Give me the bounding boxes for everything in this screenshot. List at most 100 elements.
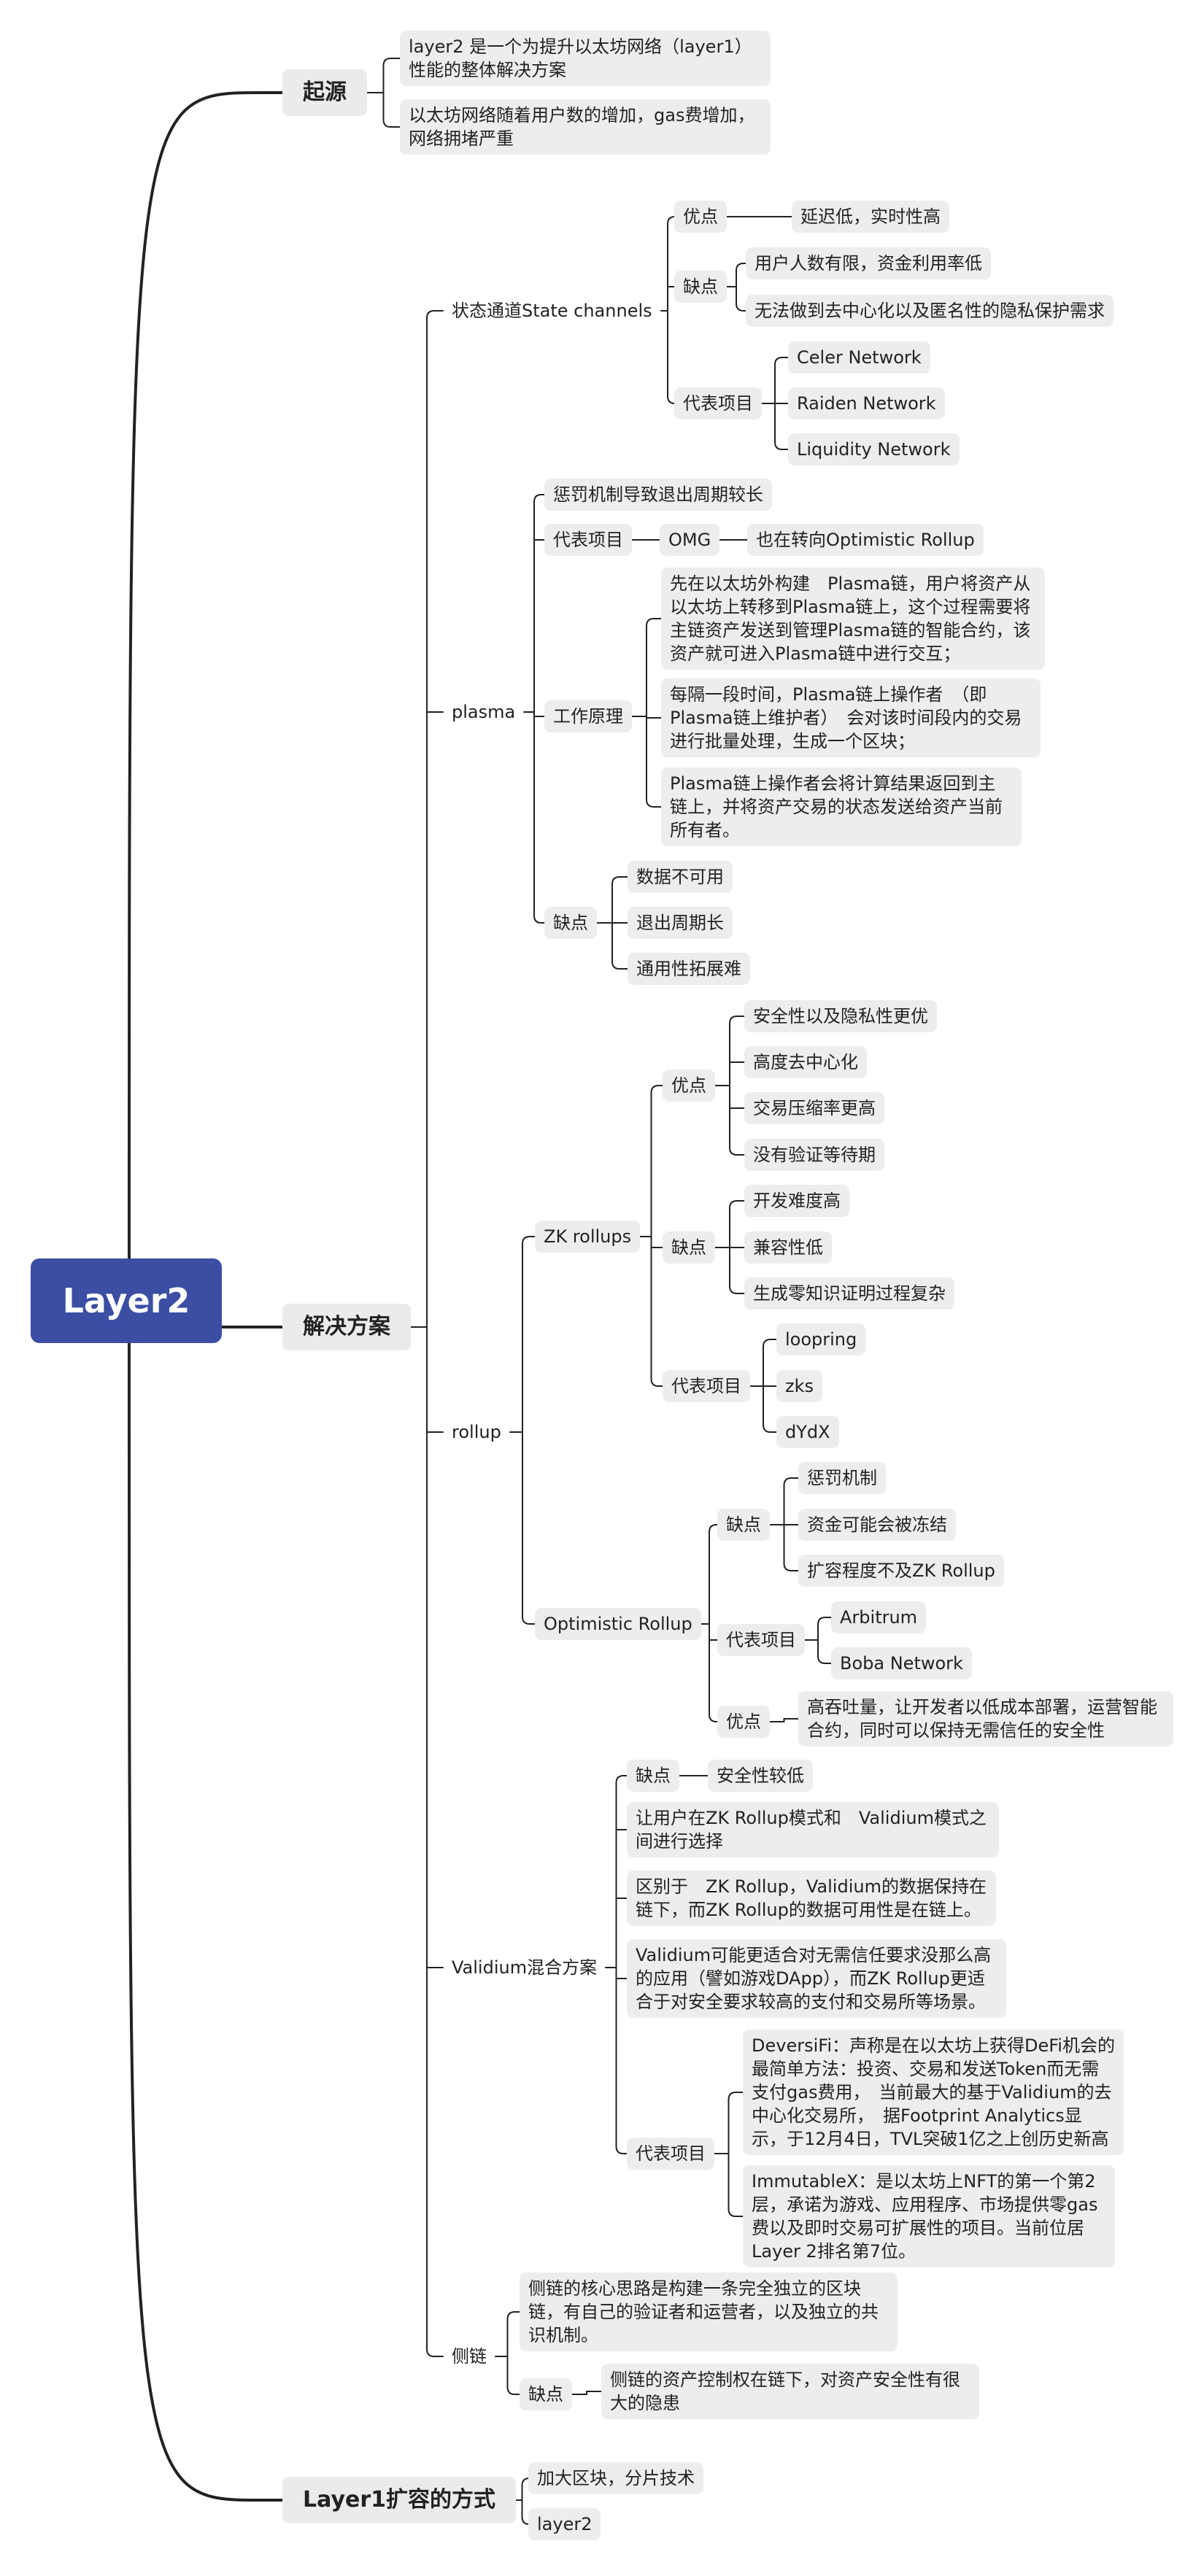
sidechain-description: 侧链的核心思路是构建一条完全独立的区块链，有自己的验证者和运营者，以及独立的共识… — [520, 2273, 898, 2351]
connector-line — [729, 1200, 745, 1209]
zk-con: 生成零知识证明过程复杂 — [744, 1277, 954, 1310]
connector-line — [533, 494, 545, 503]
zk-pros-label: 优点 — [663, 1070, 715, 1102]
connector-line — [817, 1655, 832, 1664]
zk-cons-label: 缺点 — [663, 1231, 715, 1264]
layer1-item: layer2 — [528, 2508, 601, 2540]
zk-rollups-node[interactable]: ZK rollups — [535, 1221, 641, 1253]
validium-note: Validium可能更适合对无需信任要求没那么高的应用（譬如游戏DApp），而Z… — [627, 1939, 1006, 2018]
rollup-node[interactable]: rollup — [452, 1422, 501, 1442]
optimistic-projects-label: 代表项目 — [717, 1624, 805, 1656]
plasma-principle: 每隔一段时间，Plasma链上操作者 （即Plasma链上维护者） 会对该时间段… — [661, 678, 1041, 757]
validium-projects-label: 代表项目 — [627, 2138, 714, 2170]
plasma-node[interactable]: plasma — [452, 702, 516, 722]
connector-line — [729, 1285, 745, 1294]
validium-cons-label: 缺点 — [627, 1760, 679, 1792]
sidechain-node[interactable]: 侧链 — [452, 2346, 487, 2367]
state-channels-project: Liquidity Network — [788, 433, 960, 465]
state-channels-pro: 延迟低，实时性高 — [792, 201, 949, 233]
sidechain-con: 侧链的资产控制权在链下，对资产安全性有很大的隐患 — [601, 2364, 979, 2419]
validium-project: ImmutableX：是以太坊上NFT的第一个第2层，承诺为游戏、应用程序、市场… — [743, 2165, 1115, 2267]
connector-line — [774, 441, 789, 450]
optimistic-pro: 高吞吐量，让开发者以低成本部署，运营智能合约，同时可以保持无需信任的安全性 — [798, 1691, 1173, 1747]
connector-line — [709, 1524, 718, 1533]
plasma-cons-label: 缺点 — [544, 907, 597, 939]
connector-line — [736, 263, 746, 271]
zk-pro: 交易压缩率更高 — [744, 1092, 884, 1124]
state-channels-projects-label: 代表项目 — [674, 387, 762, 419]
sidechain-cons-label: 缺点 — [520, 2378, 572, 2410]
zk-pro: 没有验证等待期 — [744, 1139, 884, 1171]
connector-line — [426, 310, 444, 319]
origin-item: layer2 是一个为提升以太坊网络（layer1）性能的整体解决方案 — [400, 31, 771, 86]
zk-projects-label: 代表项目 — [663, 1370, 750, 1402]
connector-line — [783, 1718, 799, 1722]
state-channels-cons-label: 缺点 — [674, 271, 727, 303]
state-channels-project: Raiden Network — [788, 387, 945, 419]
layer1-item: 加大区块，分片技术 — [528, 2462, 703, 2494]
optimistic-rollup-node[interactable]: Optimistic Rollup — [535, 1608, 701, 1640]
connector-line — [522, 1616, 536, 1625]
connector-line — [611, 961, 628, 970]
connector-line — [728, 2208, 744, 2217]
zk-project: loopring — [776, 1323, 866, 1355]
plasma-con: 通用性拓展难 — [628, 953, 750, 985]
connector-line — [382, 58, 401, 66]
plasma-penalty: 惩罚机制导致退出周期较长 — [544, 479, 772, 511]
optimistic-project: Boba Network — [831, 1647, 972, 1679]
root-node[interactable]: Layer2 — [31, 1258, 222, 1343]
validium-project: DeversiFi：声称是在以太坊上获得DeFi机会的最简单方法：投资、交易和发… — [743, 2030, 1124, 2155]
connector-line — [763, 1424, 777, 1433]
state-channels-con: 用户人数有限，资金利用率低 — [746, 247, 991, 279]
zk-pro: 安全性以及隐私性更优 — [744, 1000, 937, 1032]
connector-line — [729, 1147, 745, 1156]
optimistic-cons-label: 缺点 — [717, 1509, 770, 1541]
origin-item: 以太坊网络随着用户数的增加，gas费增加，网络拥堵严重 — [400, 99, 771, 155]
optimistic-con: 资金可能会被冻结 — [798, 1509, 956, 1541]
plasma-project-note: 也在转向Optimistic Rollup — [747, 524, 984, 556]
connector-line — [774, 357, 789, 365]
connector-line — [586, 2391, 602, 2395]
connector-line — [650, 1085, 663, 1094]
plasma-projects-label: 代表项目 — [544, 524, 632, 556]
plasma-project-omg: OMG — [660, 524, 720, 556]
connector-line — [128, 91, 284, 1260]
connector-line — [611, 876, 628, 885]
connector-line — [615, 1775, 628, 1784]
validium-note: 区别于 ZK Rollup，Validium的数据保持在链下，而ZK Rollu… — [627, 1871, 996, 1926]
connector-line — [729, 1016, 745, 1024]
state-channels-node[interactable]: 状态通道State channels — [452, 301, 652, 321]
state-channels-pros-label: 优点 — [674, 201, 727, 233]
zk-pro: 高度去中心化 — [744, 1046, 867, 1078]
connector-line — [128, 1342, 284, 2502]
validium-node[interactable]: Validium混合方案 — [452, 1957, 598, 1978]
solutions-node[interactable]: 解决方案 — [282, 1304, 411, 1350]
optimistic-project: Arbitrum — [831, 1601, 927, 1633]
validium-note: 让用户在ZK Rollup模式和 Validium模式之间进行选择 — [627, 1802, 999, 1857]
connector-line — [736, 303, 746, 312]
connector-line — [522, 1236, 536, 1245]
zk-con: 兼容性低 — [744, 1231, 832, 1264]
plasma-principle: Plasma链上操作者会将计算结果返回到主链上，并将资产交易的状态发送给资产当前… — [661, 767, 1022, 846]
connector-line — [426, 2348, 444, 2357]
state-channels-project: Celer Network — [788, 341, 930, 374]
optimistic-pros-label: 优点 — [717, 1706, 770, 1738]
connector-line — [615, 2146, 628, 2154]
connector-line — [506, 2386, 520, 2395]
layer1-node[interactable]: Layer1扩容的方式 — [282, 2477, 517, 2523]
connector-line — [506, 2311, 520, 2320]
plasma-principle: 先在以太坊外构建 Plasma链，用户将资产从以太坊上转移到Plasma链上，这… — [661, 568, 1045, 670]
plasma-con: 数据不可用 — [628, 861, 733, 893]
origin-node[interactable]: 起源 — [282, 69, 367, 116]
zk-project: dYdX — [776, 1416, 839, 1448]
connector-line — [763, 1339, 777, 1347]
optimistic-con: 惩罚机制 — [798, 1462, 886, 1494]
connector-line — [728, 2092, 744, 2100]
connector-line — [783, 1563, 799, 1571]
plasma-principle-label: 工作原理 — [544, 700, 632, 732]
state-channels-con: 无法做到去中心化以及匿名性的隐私保护需求 — [746, 295, 1114, 327]
connector-line — [533, 915, 545, 924]
connector-line — [783, 1477, 799, 1486]
optimistic-con: 扩容程度不及ZK Rollup — [798, 1555, 1004, 1587]
